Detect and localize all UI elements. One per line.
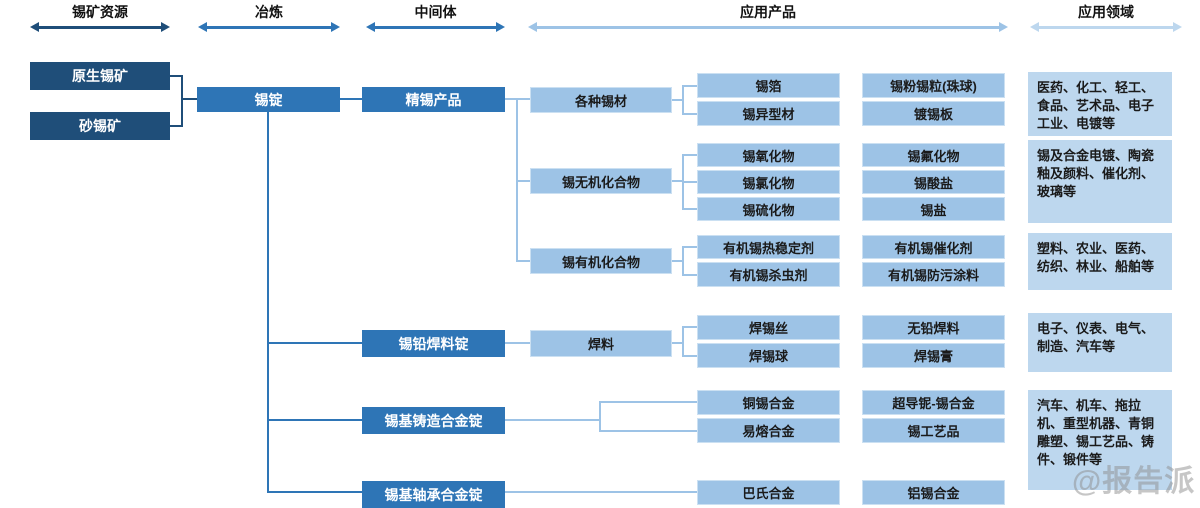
connector-line [682,246,684,276]
header-smelting-label: 冶炼 [255,4,283,20]
product-lead-free-solder: 无铅焊料 [862,315,1005,340]
connector-line [518,180,530,182]
connector-line [599,401,697,403]
arrow-bar [373,26,498,29]
node-solder: 焊料 [530,330,672,357]
product-tin-foil: 锡箔 [697,73,840,98]
node-tin-casting-alloy-ingot: 锡基铸造合金锭 [362,407,505,434]
connector-line [516,98,518,262]
connector-line [505,419,600,421]
connector-line [518,260,530,262]
connector-line [682,181,697,183]
tin-industry-chain-diagram: { "palette": { "dark_navy": "#1F4E79", "… [30,4,1195,508]
node-tin-organic-compounds: 锡有机化合物 [530,248,672,274]
node-tin-lead-solder-ingot: 锡铅焊料锭 [362,330,505,357]
product-aluminum-tin-alloy: 铝锡合金 [862,480,1005,505]
product-organotin-catalyst: 有机锡催化剂 [862,235,1005,259]
header-application-fields-label: 应用领域 [1078,4,1134,20]
product-tin-fluoride: 锡氟化物 [862,143,1005,167]
product-copper-tin-alloy: 铜锡合金 [697,390,840,415]
product-tin-powder-granules: 锡粉锡粒(珠球) [862,73,1005,98]
product-solder-ball: 焊锡球 [697,343,840,368]
product-superconducting-nb-sn-alloy: 超导铌-锡合金 [862,390,1005,415]
connector-line [672,260,683,262]
connector-line [682,154,697,156]
connector-line [269,419,362,421]
node-refined-tin-products: 精锡产品 [362,87,505,112]
arrow-bar [205,26,333,29]
double-arrow-icon [366,22,505,33]
product-organotin-antifouling: 有机锡防污涂料 [862,262,1005,287]
product-tin-sulfide: 锡硫化物 [697,197,840,221]
connector-line [682,246,697,248]
double-arrow-icon [1030,22,1182,33]
connector-line [599,401,601,432]
application-field-tin-materials: 医药、化工、轻工、食品、艺术品、电子工业、电镀等 [1028,72,1172,136]
connector-line [269,491,362,493]
product-organotin-insecticide: 有机锡杀虫剂 [697,262,840,287]
connector-line [682,326,697,328]
connector-line [682,355,697,357]
product-babbitt-alloy: 巴氏合金 [697,480,840,505]
arrow-bar [535,26,1001,29]
connector-line [672,99,683,101]
connector-line [682,85,697,87]
connector-line [682,274,697,276]
connector-line [340,98,362,100]
connector-line [505,342,530,344]
node-tin-inorganic-compounds: 锡无机化合物 [530,168,672,194]
connector-line [181,75,183,127]
arrow-bar [1037,26,1175,29]
connector-line [672,342,683,344]
product-solder-wire: 焊锡丝 [697,315,840,340]
product-tin-profile: 锡异型材 [697,101,840,126]
application-field-inorganic: 锡及合金电镀、陶瓷釉及颜料、催化剂、玻璃等 [1028,140,1172,223]
header-application-products-label: 应用产品 [740,4,796,20]
product-stannate: 锡酸盐 [862,170,1005,194]
product-tin-handicraft: 锡工艺品 [862,418,1005,443]
connector-line [181,98,197,100]
connector-line [170,125,183,127]
application-field-casting: 汽车、机车、拖拉机、重型机器、青铜雕塑、锡工艺品、铸件、锻件等 [1028,390,1172,490]
node-placer-tin-ore: 砂锡矿 [30,112,170,140]
double-arrow-icon [30,22,170,33]
connector-line [682,113,697,115]
connector-line [682,85,684,115]
connector-line [672,180,683,182]
product-tin-chloride: 锡氯化物 [697,170,840,194]
product-tin-salt: 锡盐 [862,197,1005,221]
node-tin-ingot: 锡锭 [197,87,340,112]
connector-line [505,491,697,493]
connector-line [599,430,697,432]
header-intermediates-label: 中间体 [414,4,457,20]
connector-line [505,98,518,100]
double-arrow-icon [528,22,1008,33]
connector-line [269,342,362,344]
product-tinplate: 镀锡板 [862,101,1005,126]
product-organotin-heat-stabilizer: 有机锡热稳定剂 [697,235,840,259]
header-tin-ore-resources-label: 锡矿资源 [72,4,128,20]
product-tin-oxide: 锡氧化物 [697,143,840,167]
connector-line [170,75,183,77]
connector-line [682,208,697,210]
connector-line [518,98,530,100]
connector-line [682,326,684,357]
arrow-bar [37,26,163,29]
application-field-solder: 电子、仪表、电气、制造、汽车等 [1028,313,1172,372]
watermark: @报告派 [1072,465,1196,498]
product-solder-paste: 焊锡膏 [862,343,1005,368]
node-primary-tin-ore: 原生锡矿 [30,62,170,90]
application-field-organic: 塑料、农业、医药、纺织、林业、船舶等 [1028,233,1172,290]
node-various-tin-materials: 各种锡材 [530,87,672,113]
double-arrow-icon [198,22,340,33]
product-fusible-alloy: 易熔合金 [697,418,840,443]
connector-line [267,112,269,493]
